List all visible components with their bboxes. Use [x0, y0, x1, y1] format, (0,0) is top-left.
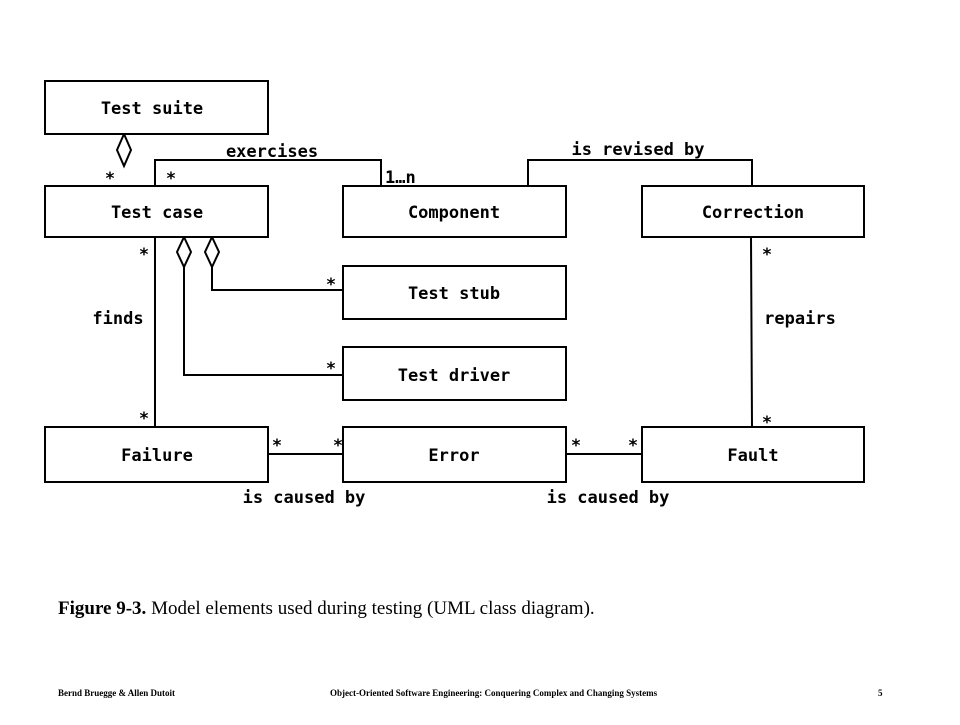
- correction-label: Correction: [702, 203, 804, 223]
- multiplicity-stub: *: [326, 275, 336, 295]
- test-stub-box: [342, 265, 567, 320]
- multiplicity-suite-case: *: [105, 169, 115, 189]
- is-revised-by-association-line: [527, 159, 753, 186]
- test-driver-label: Test driver: [398, 366, 511, 386]
- exercises-association-line: [154, 159, 382, 186]
- exercises-label: exercises: [226, 142, 318, 162]
- test-driver-aggregation-line: [183, 267, 343, 376]
- fault-box: [641, 426, 865, 483]
- test-suite-box: [44, 80, 269, 135]
- component-label: Component: [408, 203, 500, 223]
- test-suite-label: Test suite: [101, 99, 203, 119]
- multiplicity-correction-repairs: *: [762, 245, 772, 265]
- stub-aggregation-diamond: [203, 234, 221, 270]
- is-caused-by-label-1: is caused by: [243, 488, 366, 508]
- multiplicity-error-failure: *: [333, 436, 343, 456]
- footer-book-title: Object-Oriented Software Engineering: Co…: [330, 688, 658, 698]
- multiplicity-component: 1…n: [385, 168, 416, 188]
- test-stub-label: Test stub: [408, 284, 500, 304]
- footer-page-number: 5: [878, 688, 883, 698]
- repairs-association-line: [750, 236, 753, 428]
- component-box: [342, 185, 567, 238]
- multiplicity-failure-error: *: [272, 436, 282, 456]
- test-case-box: [44, 185, 269, 238]
- figure-caption-text: Model elements used during testing (UML …: [146, 598, 595, 619]
- is-caused-by-label-2: is caused by: [547, 488, 670, 508]
- failure-box: [44, 426, 269, 483]
- fault-label: Fault: [727, 446, 778, 466]
- test-stub-aggregation-line: [211, 267, 343, 291]
- footer-authors: Bernd Bruegge & Allen Dutoit: [58, 688, 175, 698]
- multiplicity-case-exercises: *: [166, 169, 176, 189]
- figure-caption-label: Figure 9-3.: [58, 598, 147, 619]
- finds-label: finds: [92, 309, 143, 329]
- figure-caption: Figure 9-3. Model elements used during t…: [58, 598, 918, 620]
- failure-label: Failure: [121, 446, 193, 466]
- multiplicity-case-finds: *: [139, 245, 149, 265]
- test-case-label: Test case: [111, 203, 203, 223]
- error-label: Error: [428, 446, 479, 466]
- is-revised-by-label: is revised by: [571, 140, 704, 160]
- multiplicity-error-fault: *: [571, 436, 581, 456]
- multiplicity-fault-repairs: *: [762, 413, 772, 433]
- multiplicity-failure-finds: *: [139, 409, 149, 429]
- multiplicity-driver: *: [326, 359, 336, 379]
- error-box: [342, 426, 567, 483]
- test-driver-box: [342, 346, 567, 401]
- suite-aggregation-diamond: [115, 131, 133, 169]
- repairs-label: repairs: [764, 309, 836, 329]
- correction-box: [641, 185, 865, 238]
- multiplicity-fault-error: *: [628, 436, 638, 456]
- driver-aggregation-diamond: [175, 234, 193, 270]
